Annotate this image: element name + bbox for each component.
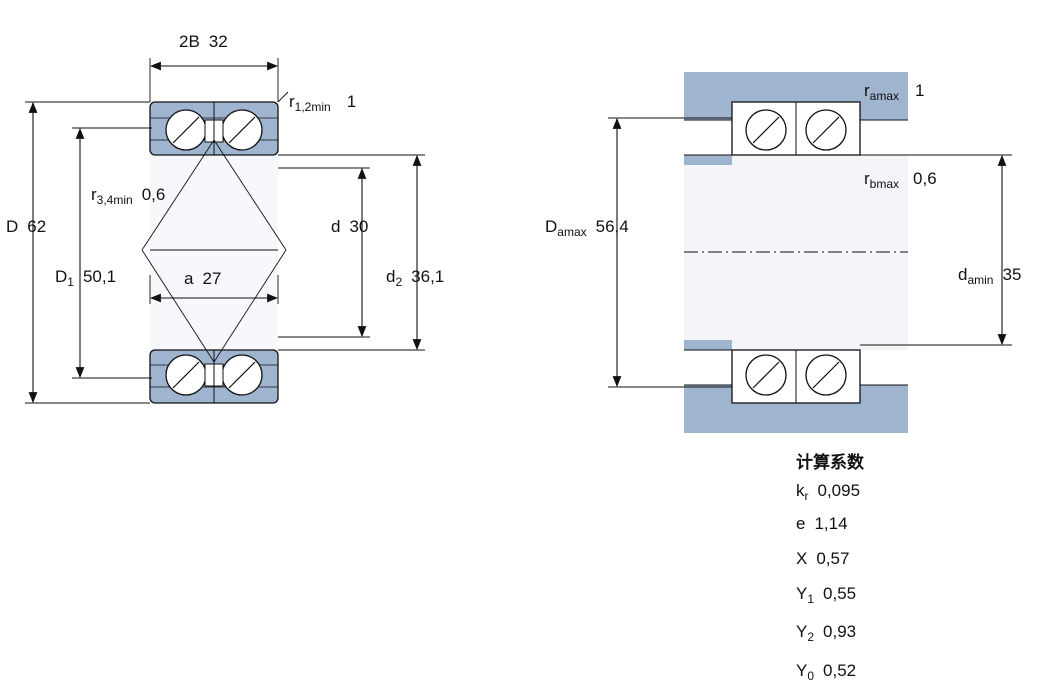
factor-kr-value: 0,095: [817, 481, 861, 500]
factor-y1-symbol: Y: [796, 584, 808, 603]
factor-x-value: 0,57: [816, 549, 850, 568]
bottom-ring-section: [149, 349, 279, 404]
calculation-factors-title: 计算系数: [796, 453, 864, 473]
factor-y0: Y0 0,52: [796, 661, 857, 683]
label-d-bore-value: 30: [349, 217, 369, 236]
top-ring-section: [149, 101, 279, 156]
label-d1-symbol: D: [55, 267, 68, 286]
label-r12min-value: 1: [346, 92, 357, 111]
factor-e-value: 1,14: [814, 514, 848, 533]
label-d2: d2 36,1: [386, 267, 445, 288]
label-r12min: r1,2min 1: [289, 92, 357, 113]
label-2b: 2B 32: [179, 33, 228, 50]
label-r12min-symbol: r: [289, 92, 295, 111]
label-d2-sub: 2: [395, 275, 403, 289]
housing-bearing-top: [731, 101, 861, 156]
label-a: a 27: [184, 270, 221, 287]
label-r34min-sub: 3,4min: [96, 193, 133, 207]
label-r12min-sub: 1,2min: [294, 100, 331, 114]
label-r34min: r3,4min 0,6: [91, 185, 166, 206]
label-ramax-sub: amax: [869, 89, 900, 103]
extension-lines: [25, 58, 425, 404]
label-a-symbol: a: [184, 269, 194, 288]
factor-kr-sub: r: [804, 489, 809, 503]
label-d1-value: 50,1: [82, 267, 117, 286]
label-damin-symbol: d: [958, 265, 968, 284]
label-ramax-symbol: r: [864, 81, 870, 100]
label-2b-symbol: 2B: [179, 32, 200, 51]
dimension-arrows: [28, 61, 422, 404]
factor-kr-symbol: k: [796, 481, 805, 500]
label-damax-value: 56,4: [595, 217, 629, 236]
label-ramax-value: 1: [915, 81, 925, 100]
factor-y1: Y1 0,55: [796, 584, 857, 606]
label-r34min-value: 0,6: [141, 185, 166, 204]
label-rbmax-sub: bmax: [869, 177, 900, 191]
label-rbmax-value: 0,6: [913, 169, 937, 188]
housing-bearing-bottom: [731, 349, 861, 404]
label-damax-symbol: D: [545, 217, 558, 236]
label-rbmax: rbmax 0,6: [864, 169, 937, 190]
label-d-outer: D 62: [6, 218, 46, 235]
label-d-bore-symbol: d: [331, 217, 341, 236]
factor-y0-symbol: Y: [796, 661, 808, 680]
abutment-drawing: [608, 72, 1012, 433]
factor-y1-value: 0,55: [823, 584, 857, 603]
label-r34min-symbol: r: [91, 185, 97, 204]
label-ramax: ramax 1: [864, 81, 925, 102]
label-d-outer-symbol: D: [6, 217, 19, 236]
label-d1-sub: 1: [67, 275, 74, 289]
bearing-cross-section: [25, 58, 425, 404]
contact-angle-lines: [141, 139, 287, 363]
factor-y1-sub: 1: [807, 592, 815, 606]
label-damin-value: 35: [1002, 265, 1022, 284]
factor-y2-symbol: Y: [796, 622, 808, 641]
factor-y2: Y2 0,93: [796, 622, 857, 644]
label-damin: damin 35: [958, 265, 1022, 286]
label-d-bore: d 30: [331, 218, 368, 235]
factor-y2-sub: 2: [807, 630, 815, 644]
label-d2-symbol: d: [386, 267, 396, 286]
factor-y0-value: 0,52: [823, 661, 857, 680]
label-d-outer-value: 62: [27, 217, 47, 236]
factor-y2-value: 0,93: [823, 622, 857, 641]
label-2b-value: 32: [208, 32, 228, 51]
label-rbmax-symbol: r: [864, 169, 870, 188]
factor-kr: kr 0,095: [796, 481, 861, 503]
factor-y0-sub: 0: [807, 669, 815, 683]
factor-e: e 1,14: [796, 514, 848, 534]
shaft-band: [684, 155, 908, 350]
label-a-value: 27: [202, 269, 222, 288]
label-damax-sub: amax: [557, 225, 587, 239]
factor-x: X 0,57: [796, 549, 849, 569]
label-d1: D1 50,1: [55, 267, 117, 288]
factor-x-symbol: X: [796, 549, 808, 568]
abutment-extension-lines: [608, 117, 1012, 388]
abutment-dimension-arrows: [612, 117, 1007, 388]
factor-e-symbol: e: [796, 514, 806, 533]
label-d2-value: 36,1: [411, 267, 445, 286]
label-damax: Damax 56,4: [545, 217, 629, 238]
bearing-bore-band: [150, 155, 278, 350]
label-damin-sub: amin: [967, 273, 994, 287]
